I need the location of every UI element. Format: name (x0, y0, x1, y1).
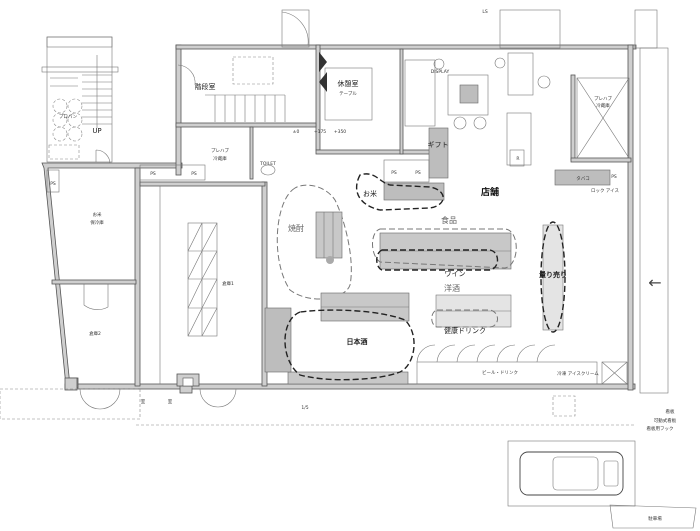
prefab2-label: プレハブ (594, 95, 612, 102)
sake-label: 日本酒 (347, 337, 368, 346)
car-icon (519, 451, 624, 496)
storage-rooms: お米 保冷庫 倉庫2 倉庫1 (64, 186, 234, 391)
prefab-label: プレハブ (211, 147, 229, 154)
outdoor-stair: プロパン UP (41, 36, 119, 165)
ps-label: PS (391, 170, 397, 176)
food-label: 食品 (441, 215, 457, 225)
gift-label: ギフト (428, 141, 449, 149)
sake-zone: 日本酒 (264, 292, 415, 385)
register-label: R (516, 156, 519, 162)
prefab2-label-2: 冷蔵庫 (596, 102, 610, 109)
western-liquor-label: 洋酒 (444, 283, 460, 293)
storage2-label: 倉庫2 (89, 330, 101, 337)
cold-case-row: ビール・ドリンク 冷凍 アイスクリーム (416, 344, 628, 385)
signboard-label: 看板 (666, 408, 675, 415)
rest-room: 休憩室 テーブル ±0 +175 +350 (293, 52, 373, 135)
ps-label: PS (611, 174, 617, 180)
wine-label: ワイン (445, 270, 466, 278)
rice-label: お米 (363, 189, 377, 198)
toilet-label: TOILET (259, 161, 276, 167)
prefab-fridge-room: プレハブ 冷蔵庫 TOILET PS PS PS (46, 147, 276, 193)
shochu-label: 焼酎 (288, 223, 304, 233)
propane-label: プロパン (59, 114, 78, 120)
table-note: テーブル (339, 90, 357, 97)
store-label: 店舗 (481, 186, 499, 198)
ls-label: LS (482, 9, 488, 15)
parking-space: 駐車場 (507, 440, 697, 529)
rice-zone: お米 (355, 173, 444, 211)
prefab-fridge-right: プレハブ 冷蔵庫 PS ロック アイス (576, 9, 669, 394)
ps-label: PS (415, 170, 421, 176)
shochu-zone: 焼酎 (276, 184, 352, 300)
beer-label: ビール・ドリンク (482, 369, 518, 376)
ps-label: PS (50, 181, 56, 187)
stair-room-label: 階段室 (195, 82, 216, 91)
front-exterior: 1/5 室 室 看板 可動式看板 看板用フック ← (0, 273, 677, 432)
building-walls (41, 44, 637, 394)
level-175: +175 (314, 129, 326, 135)
western-liquor-zone: 洋酒 健康ドリンク (431, 283, 512, 335)
prefab-label-2: 冷蔵庫 (213, 155, 227, 162)
tobacco-label: タバコ (576, 175, 590, 182)
rock-ice-label: ロック アイス (591, 188, 620, 194)
movable-sign-label: 可動式看板 (654, 417, 677, 424)
food-wine-zone: 食品 ワイン (372, 215, 517, 278)
slope-label: 1/5 (301, 405, 308, 411)
up-label: UP (92, 127, 101, 135)
stair-room: 階段室 (177, 9, 310, 122)
storage1-label: 倉庫1 (222, 280, 234, 287)
rest-room-label: 休憩室 (338, 79, 359, 88)
ps-label: PS (191, 171, 197, 177)
level-0: ±0 (293, 129, 300, 135)
rice-cold-label: お米 (93, 211, 102, 218)
entrance-arrow-icon: ← (648, 273, 661, 292)
parking-label: 駐車場 (648, 515, 662, 522)
health-drink-label: 健康ドリンク (444, 326, 486, 335)
ps-label: PS (150, 171, 156, 177)
level-350: +350 (334, 129, 346, 135)
sign-hook-label: 看板用フック (647, 425, 674, 432)
counter-area: DISPLAY R ギフト タバコ LS (404, 9, 611, 186)
rice-cold-label-2: 保冷庫 (90, 219, 104, 226)
ice-cream-label: 冷凍 アイスクリーム (557, 370, 599, 377)
bulk-sale-zone: 量り売り (539, 221, 567, 333)
outdoor-unit-label: 室 (168, 398, 173, 405)
outdoor-unit-label: 室 (141, 398, 146, 405)
display-label: DISPLAY (431, 69, 450, 75)
bulk-label: 量り売り (539, 270, 567, 279)
